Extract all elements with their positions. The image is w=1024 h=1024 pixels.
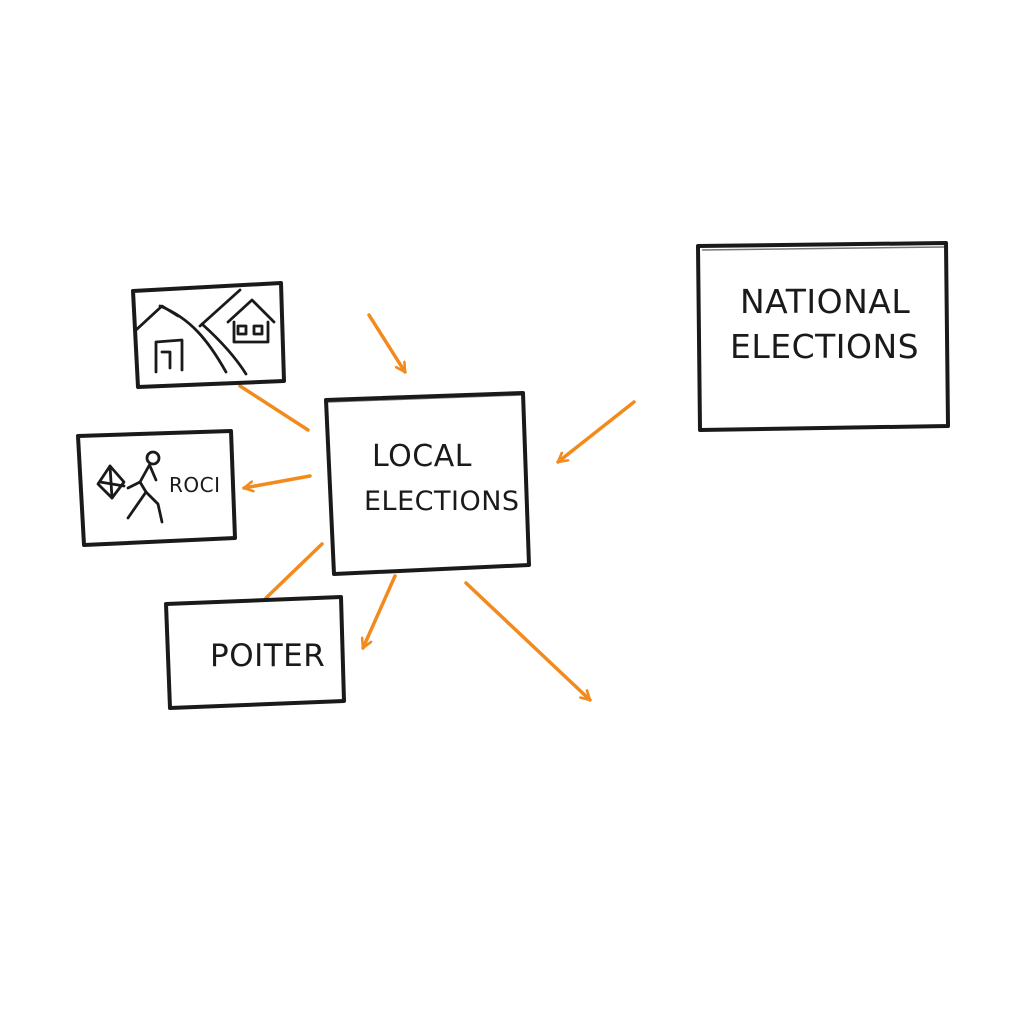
national-elections-node: NATIONAL ELECTIONS <box>696 241 950 432</box>
arrow-local-down <box>363 574 397 650</box>
line-local-to-poster <box>264 542 324 600</box>
arrow-local-to-voter <box>242 474 312 488</box>
arrow-top-to-local <box>367 313 407 374</box>
voter-node: ROCI <box>76 429 237 547</box>
connectors <box>238 313 636 702</box>
arrow-local-down-right <box>464 581 592 702</box>
houses-node <box>131 281 286 389</box>
national-title-line1: NATIONAL <box>740 282 910 321</box>
line-houses-to-local <box>238 384 310 432</box>
poster-label: POITER <box>210 638 325 674</box>
poster-node: POITER <box>164 595 346 710</box>
voter-label: ROCI <box>169 473 221 497</box>
voter-figure-icon <box>96 450 164 524</box>
local-title-line1: LOCAL <box>372 439 472 474</box>
arrow-national-to-local <box>556 400 636 464</box>
national-title-line2: ELECTIONS <box>730 327 919 366</box>
local-elections-node: LOCAL ELECTIONS <box>324 391 531 576</box>
houses-road-icon <box>134 288 276 376</box>
local-title-line2: ELECTIONS <box>364 486 520 517</box>
